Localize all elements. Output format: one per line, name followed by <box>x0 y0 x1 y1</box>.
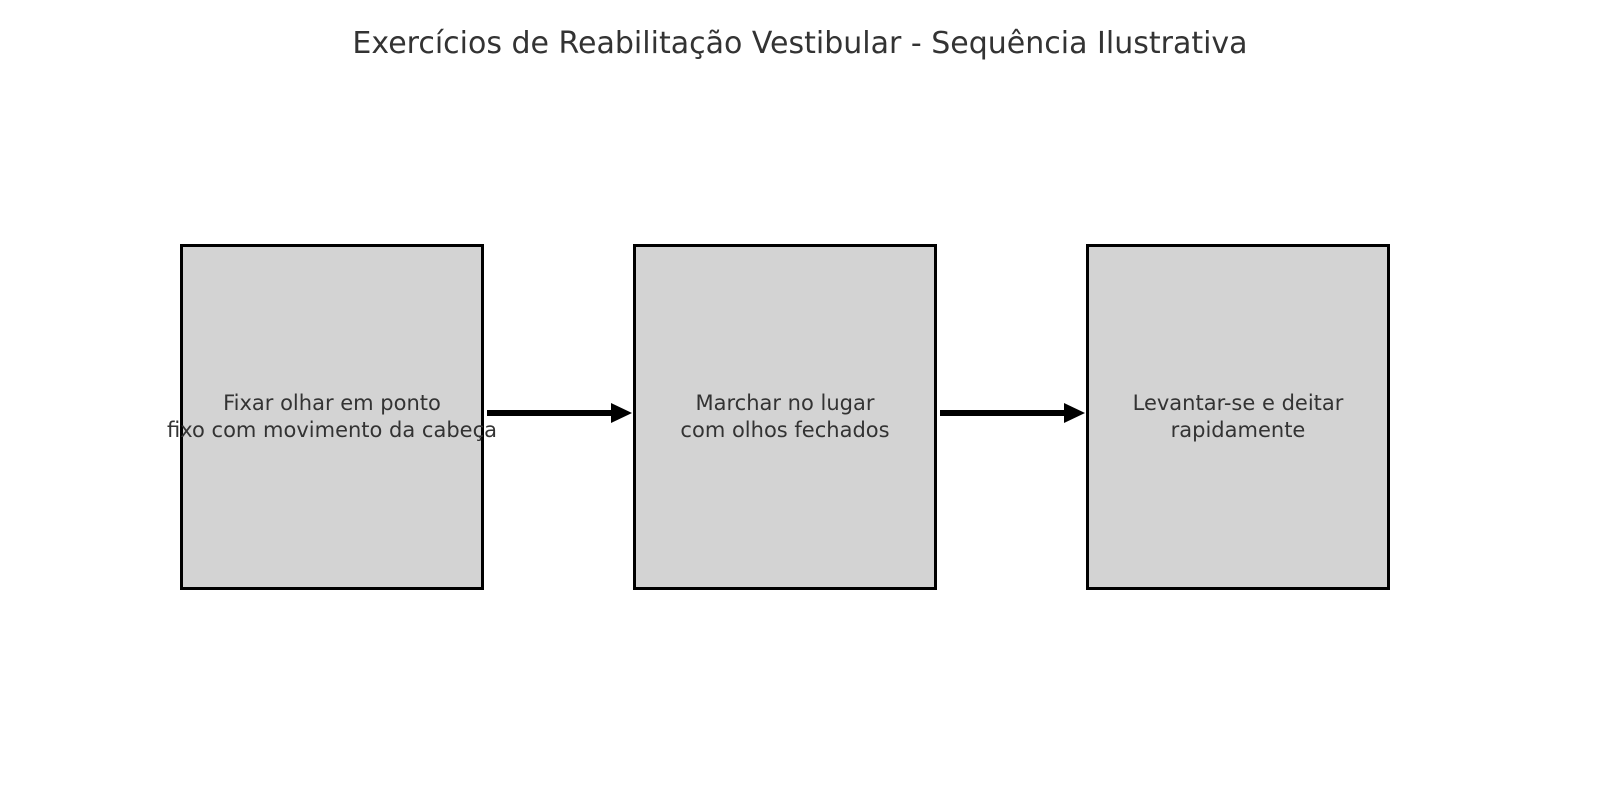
arrow-head-icon <box>1064 403 1085 423</box>
flow-connector-arrow-2 <box>940 403 1085 423</box>
flow-connector-arrow-1 <box>487 403 632 423</box>
flow-node-step-3[interactable]: Levantar-se e deitar rapidamente <box>1086 244 1390 590</box>
arrow-shaft <box>487 410 613 416</box>
flow-node-step-1[interactable]: Fixar olhar em ponto fixo com movimento … <box>167 244 497 590</box>
arrow-shaft <box>940 410 1066 416</box>
arrow-head-icon <box>611 403 632 423</box>
flow-node-step-2[interactable]: Marchar no lugar com olhos fechados <box>633 244 937 590</box>
page-title: Exercícios de Reabilitação Vestibular - … <box>352 26 1248 61</box>
